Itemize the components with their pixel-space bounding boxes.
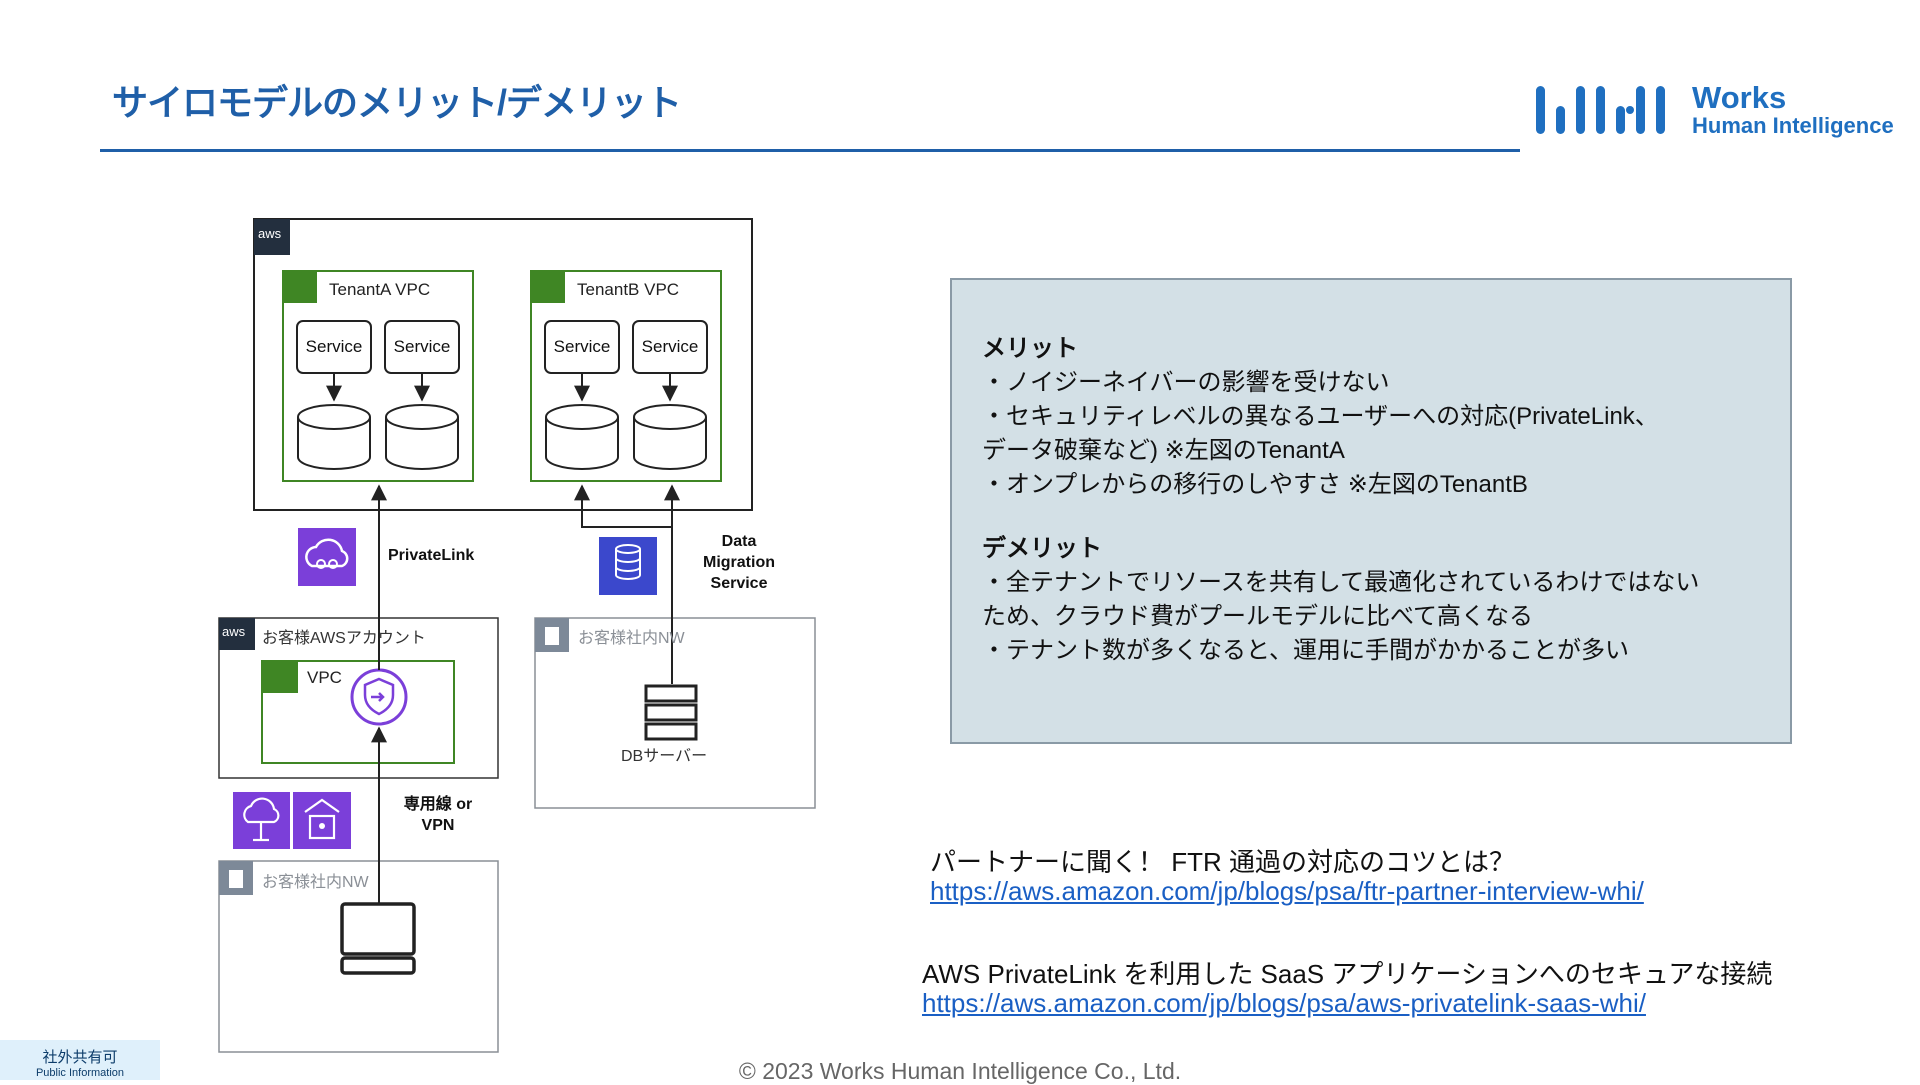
tenant-a-vpc-label: TenantA VPC [329, 280, 431, 299]
merit-line: データ破棄など) ※左図のTenantA [982, 437, 1345, 464]
customer-aws-badge-text: aws [222, 624, 246, 639]
dms-label: Data Migration Service [703, 533, 775, 592]
db-server-label: DBサーバー [621, 748, 708, 765]
tenant-b-service-2: Service [632, 320, 708, 374]
aws-badge-icon [254, 219, 290, 255]
tenant-a-service-2: Service [384, 320, 460, 374]
company-logo: Works Human Intelligence [1534, 80, 1904, 140]
tenant-a-vpc-icon [283, 271, 317, 303]
demerit-heading: デメリット [982, 535, 1102, 562]
dedicated-line-label: 専用線 or VPN [403, 796, 473, 834]
customer-nw-bottom-label: お客様社内NW [262, 874, 369, 891]
customer-aws-badge-icon [219, 618, 255, 650]
merit-line: ・ノイジーネイバーの影響を受けない [982, 369, 1390, 396]
db-server-icon [644, 684, 698, 741]
vpc-endpoint-icon [350, 668, 408, 726]
tenant-a-service-1: Service [296, 320, 372, 374]
privatelink-label: PrivateLink [388, 547, 475, 564]
customer-nw-right-box [534, 617, 816, 809]
reference-title-2: AWS PrivateLink を利用した SaaS アプリケーションへのセキュ… [922, 959, 1773, 989]
client-computer-icon [340, 902, 416, 975]
database-icon [545, 404, 619, 470]
direct-connect-icon [233, 792, 290, 849]
logo-word-human-intelligence: Human Intelligence [1692, 113, 1894, 138]
customer-nw-right-label: お客様社内NW [578, 630, 685, 647]
merit-heading: メリット [982, 335, 1078, 362]
customer-vpc-box [261, 660, 455, 764]
database-icon [385, 404, 459, 470]
privatelink-icon [298, 528, 356, 586]
customer-nw-bottom-box [218, 860, 499, 1053]
vpn-gateway-icon [293, 792, 351, 849]
aws-cloud-container [253, 218, 753, 511]
reference-link-1[interactable]: https://aws.amazon.com/jp/blogs/psa/ftr-… [930, 876, 1644, 906]
public-info-badge: 社外共有可 Public Information [0, 1040, 160, 1080]
tenant-b-vpc-icon [531, 271, 565, 303]
tenant-a-vpc-box [282, 270, 474, 482]
merit-demerit-panel: メリット ・ノイジーネイバーの影響を受けない ・セキュリティレベルの異なるユーザ… [950, 278, 1792, 744]
demerit-line: ため、クラウド費がプールモデルに比べて高くなる [982, 603, 1534, 630]
public-info-badge-jp: 社外共有可 [42, 1049, 118, 1066]
demerit-line: ・全テナントでリソースを共有して最適化されているわけではない [982, 569, 1700, 596]
tenant-b-vpc-label: TenantB VPC [577, 280, 680, 299]
reference-link-2[interactable]: https://aws.amazon.com/jp/blogs/psa/aws-… [922, 988, 1646, 1018]
tenant-b-service-1: Service [544, 320, 620, 374]
title-divider [100, 149, 1520, 152]
public-info-badge-en: Public Information [35, 1067, 125, 1079]
tenant-b-vpc-box [530, 270, 722, 482]
database-icon [297, 404, 371, 470]
database-icon [633, 404, 707, 470]
customer-vpc-icon [262, 661, 298, 693]
logo-word-works: Works [1692, 80, 1787, 115]
customer-vpc-label: VPC [307, 668, 342, 687]
reference-title-1: パートナーに聞く！ FTR 通過の対応のコツとは？ [930, 847, 1515, 877]
copyright: © 2023 Works Human Intelligence Co., Ltd… [738, 1058, 1182, 1084]
customer-aws-account-label: お客様AWSアカウント [262, 630, 426, 647]
merit-line: ・オンプレからの移行のしやすさ ※左図のTenantB [982, 471, 1528, 498]
customer-aws-account-box [218, 617, 499, 779]
logo-bars-icon [1536, 86, 1665, 134]
demerit-line: ・テナント数が多くなると、運用に手間がかかることが多い [982, 637, 1630, 664]
page-title: サイロモデルのメリット/デメリット [112, 82, 682, 123]
dms-icon [599, 537, 657, 595]
aws-badge-text: aws [258, 226, 282, 241]
merit-line: ・セキュリティレベルの異なるユーザーへの対応(PrivateLink、 [982, 403, 1659, 430]
